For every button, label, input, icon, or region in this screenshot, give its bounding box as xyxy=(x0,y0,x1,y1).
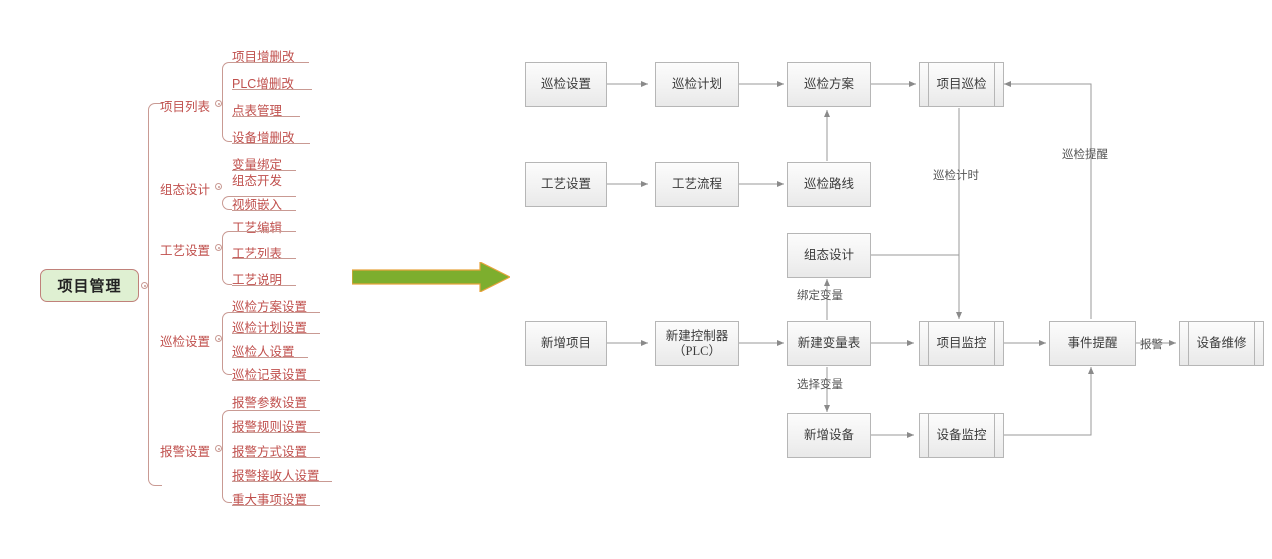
mindmap-leaf-label-4-2[interactable]: 报警方式设置 xyxy=(232,445,308,459)
mindmap-leaf-label-0-3[interactable]: 设备增删改 xyxy=(232,131,295,145)
mindmap-root-node[interactable]: 项目管理 xyxy=(40,269,139,302)
mindmap-branch-spine-4 xyxy=(222,410,232,503)
mindmap-leaf-label-3-3[interactable]: 巡检记录设置 xyxy=(232,368,308,382)
mindmap-branch-spine-3 xyxy=(222,312,232,375)
leaf-underline xyxy=(232,285,296,286)
mindmap-branch-label-0[interactable]: 项目列表 xyxy=(159,100,210,114)
leaf-underline xyxy=(232,481,332,482)
leaf-underline xyxy=(232,410,320,411)
flow-node-n2[interactable]: 巡检计划 xyxy=(655,62,739,107)
branch-toggle-icon-2[interactable] xyxy=(215,244,222,251)
mindmap-leaf-label-3-0[interactable]: 巡检方案设置 xyxy=(232,300,308,314)
branch-toggle-icon-4[interactable] xyxy=(215,445,222,452)
mindmap-panel: 项目管理 项目列表 项目增删改 PLC增删改 点表管理 设备增删改 变量绑定 组… xyxy=(0,0,520,559)
leaf-underline xyxy=(232,357,308,358)
mindmap-leaf-label-4-0[interactable]: 报警参数设置 xyxy=(232,396,308,410)
mindmap-leaf-label-0-2[interactable]: 点表管理 xyxy=(232,104,283,118)
flow-node-n8[interactable]: 组态设计 xyxy=(787,233,871,278)
mindmap-branch-spine-1 xyxy=(222,196,232,210)
flow-node-n1[interactable]: 巡检设置 xyxy=(525,62,607,107)
flow-node-n11[interactable]: 新建变量表 xyxy=(787,321,871,366)
flow-node-n14[interactable]: 设备维修 xyxy=(1179,321,1264,366)
mindmap-leaf-label-0-0[interactable]: 项目增删改 xyxy=(232,50,295,64)
mindmap-leaf-label-4-4[interactable]: 重大事项设置 xyxy=(232,493,308,507)
flow-node-n9[interactable]: 新增项目 xyxy=(525,321,607,366)
leaf-underline xyxy=(232,333,320,334)
mindmap-leaf-label-1-0[interactable]: 组态开发 xyxy=(232,174,283,188)
mindmap-branch-spine-2 xyxy=(222,231,232,285)
mindmap-leaf-label-4-3[interactable]: 报警接收人设置 xyxy=(232,469,320,483)
mindmap-branch-spine-0 xyxy=(222,62,232,142)
root-toggle-icon[interactable] xyxy=(141,282,148,289)
mindmap-branch-label-4[interactable]: 报警设置 xyxy=(159,445,210,459)
flow-edge-label-e2: 巡检提醒 xyxy=(1062,149,1108,161)
branch-toggle-icon-1[interactable] xyxy=(215,183,222,190)
flow-node-n16[interactable]: 设备监控 xyxy=(919,413,1004,458)
mindmap-leaf-label-3-2[interactable]: 巡检人设置 xyxy=(232,345,295,359)
leaf-underline xyxy=(232,170,296,171)
flow-edge-label-e4: 选择变量 xyxy=(797,379,843,391)
mindmap-leaf-label-0-4[interactable]: 变量绑定 xyxy=(232,158,283,172)
mindmap-main-spine xyxy=(148,103,162,486)
leaf-underline xyxy=(232,196,296,197)
mindmap-branch-label-3[interactable]: 巡检设置 xyxy=(159,335,210,349)
mindmap-leaf-label-1-1[interactable]: 视频嵌入 xyxy=(232,198,283,212)
mindmap-leaf-label-2-2[interactable]: 工艺说明 xyxy=(232,273,283,287)
leaf-underline xyxy=(232,505,320,506)
flow-node-n5[interactable]: 工艺设置 xyxy=(525,162,607,207)
branch-toggle-icon-0[interactable] xyxy=(215,100,222,107)
flow-edge-label-e1: 巡检计时 xyxy=(933,170,979,182)
leaf-underline xyxy=(232,312,320,313)
flow-node-n12[interactable]: 项目监控 xyxy=(919,321,1004,366)
mindmap-branch-label-1[interactable]: 组态设计 xyxy=(159,183,210,197)
leaf-underline xyxy=(232,231,296,232)
leaf-underline xyxy=(232,432,320,433)
leaf-underline xyxy=(232,143,310,144)
mindmap-leaf-label-3-1[interactable]: 巡检计划设置 xyxy=(232,321,308,335)
leaf-underline xyxy=(232,457,320,458)
flow-node-n6[interactable]: 工艺流程 xyxy=(655,162,739,207)
mindmap-leaf-label-0-1[interactable]: PLC增删改 xyxy=(232,77,294,91)
green-right-arrow xyxy=(351,261,512,293)
leaf-underline xyxy=(232,89,312,90)
branch-toggle-icon-3[interactable] xyxy=(215,335,222,342)
leaf-underline xyxy=(232,380,320,381)
flow-node-n7[interactable]: 巡检路线 xyxy=(787,162,871,207)
flow-edge-label-e5: 报警 xyxy=(1140,339,1163,351)
leaf-underline xyxy=(232,116,300,117)
flow-node-n4[interactable]: 项目巡检 xyxy=(919,62,1004,107)
mindmap-branch-label-2[interactable]: 工艺设置 xyxy=(159,244,210,258)
leaf-underline xyxy=(232,210,296,211)
flow-node-n3[interactable]: 巡检方案 xyxy=(787,62,871,107)
flow-node-n10[interactable]: 新建控制器 （PLC） xyxy=(655,321,739,366)
mindmap-leaf-label-2-1[interactable]: 工艺列表 xyxy=(232,247,283,261)
leaf-underline xyxy=(232,62,309,63)
flow-edge-label-e3: 绑定变量 xyxy=(797,290,843,302)
mindmap-leaf-label-4-1[interactable]: 报警规则设置 xyxy=(232,420,308,434)
leaf-underline xyxy=(232,258,296,259)
flow-node-n13[interactable]: 事件提醒 xyxy=(1049,321,1136,366)
arrow-shape xyxy=(351,261,512,293)
flow-node-n15[interactable]: 新增设备 xyxy=(787,413,871,458)
